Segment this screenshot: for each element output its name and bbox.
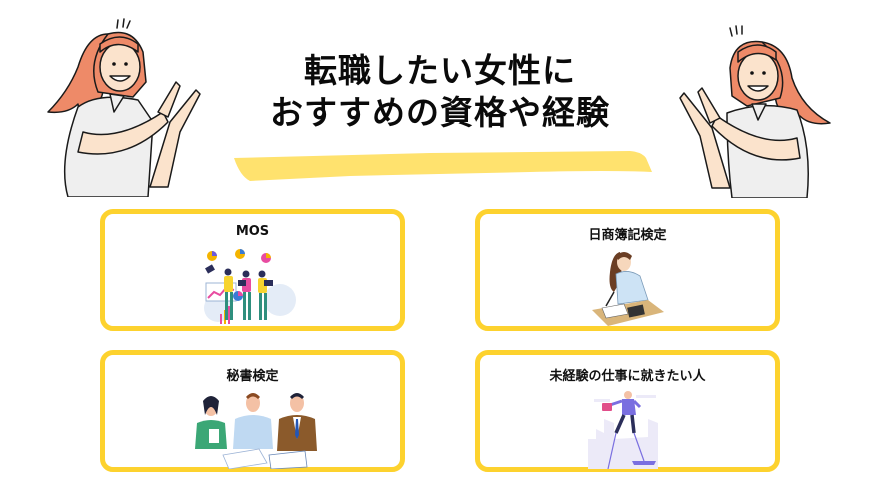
- woman-pointing-right-icon: [47, 18, 201, 197]
- card-mikeiken: 未経験の仕事に就きたい人: [475, 350, 780, 472]
- card-mos: MOS: [100, 209, 405, 331]
- business-meeting-documents-icon: [194, 393, 317, 469]
- team-celebrating-charts-icon: [203, 249, 296, 324]
- woman-pointing-left-icon: [679, 25, 831, 198]
- highlight-brush-stroke: [234, 151, 652, 181]
- woman-bookkeeping-calculator-icon: [591, 252, 664, 326]
- card-title: MOS: [235, 224, 270, 239]
- card-hisho: 秘書検定: [100, 350, 405, 472]
- card-boki: 日商簿記検定: [475, 209, 780, 331]
- title-line-1: 転職したい女性に: [304, 51, 576, 90]
- card-title: 秘書検定: [226, 369, 279, 384]
- card-title: 日商簿記検定: [588, 228, 667, 243]
- man-stilts-over-trap-icon: [587, 391, 658, 469]
- title-line-2: おすすめの資格や経験: [270, 93, 610, 132]
- page-title: 転職したい女性に おすすめの資格や経験: [240, 50, 640, 134]
- card-title: 未経験の仕事に就きたい人: [549, 369, 706, 384]
